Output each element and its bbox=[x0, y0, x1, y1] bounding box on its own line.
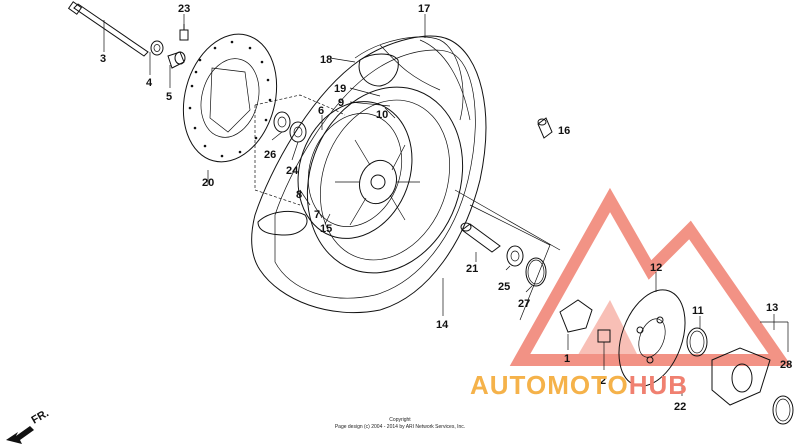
callout-23: 23 bbox=[178, 3, 190, 15]
callout-19: 19 bbox=[334, 83, 346, 95]
callout-28: 28 bbox=[780, 359, 792, 371]
callout-18: 18 bbox=[320, 54, 332, 66]
copyright-line1: Copyright bbox=[389, 417, 411, 423]
watermark-part2: HUB bbox=[629, 370, 688, 400]
bolt-part bbox=[179, 24, 189, 41]
bearings-left bbox=[273, 111, 307, 143]
brake-disc bbox=[182, 33, 278, 163]
callout-2: 2 bbox=[600, 375, 606, 387]
watermark-text-1: AUTOMOTOHUB bbox=[470, 370, 688, 400]
callout-1: 1 bbox=[564, 353, 570, 365]
callout-27: 27 bbox=[518, 298, 530, 310]
callout-3: 3 bbox=[100, 53, 106, 65]
hub-outline bbox=[254, 94, 561, 321]
leader-lines bbox=[103, 14, 789, 396]
callout-22: 22 bbox=[674, 401, 686, 413]
callout-21: 21 bbox=[466, 263, 478, 275]
callout-17: 17 bbox=[418, 3, 430, 15]
callout-15: 15 bbox=[320, 223, 332, 235]
callout-8: 8 bbox=[296, 189, 302, 201]
callout-6: 6 bbox=[318, 105, 324, 117]
axle bbox=[67, 1, 149, 57]
driven-flange bbox=[618, 289, 686, 387]
tire-assembly bbox=[251, 35, 487, 314]
callout-24: 24 bbox=[286, 165, 299, 177]
callout-14: 14 bbox=[436, 319, 449, 331]
callout-26: 26 bbox=[264, 149, 276, 161]
o-ring-11 bbox=[686, 327, 708, 357]
watermark-logo bbox=[509, 187, 792, 366]
callout-9: 9 bbox=[338, 97, 344, 109]
callout-13: 13 bbox=[766, 302, 778, 314]
distance-collar bbox=[460, 222, 501, 253]
callout-5: 5 bbox=[166, 91, 172, 103]
callout-11: 11 bbox=[692, 305, 704, 317]
callout-20: 20 bbox=[202, 177, 214, 189]
callout-25: 25 bbox=[498, 281, 510, 293]
callout-7: 7 bbox=[314, 209, 320, 221]
watermark-part1: AUTOMOTO bbox=[470, 370, 629, 400]
sprocket-hub bbox=[711, 347, 794, 425]
direction-arrow bbox=[6, 426, 34, 444]
collar-parts bbox=[150, 40, 186, 69]
callout-10: 10 bbox=[376, 109, 388, 121]
valve-cap bbox=[537, 117, 553, 139]
copyright-line2: Page design (c) 2004 - 2014 by ARI Netwo… bbox=[335, 424, 465, 430]
bearing-right bbox=[506, 245, 547, 287]
damper-rubber bbox=[559, 299, 593, 333]
callout-4: 4 bbox=[146, 77, 153, 89]
direction-label: FR. bbox=[30, 407, 51, 426]
callout-12: 12 bbox=[650, 262, 662, 274]
callout-16: 16 bbox=[558, 125, 570, 137]
